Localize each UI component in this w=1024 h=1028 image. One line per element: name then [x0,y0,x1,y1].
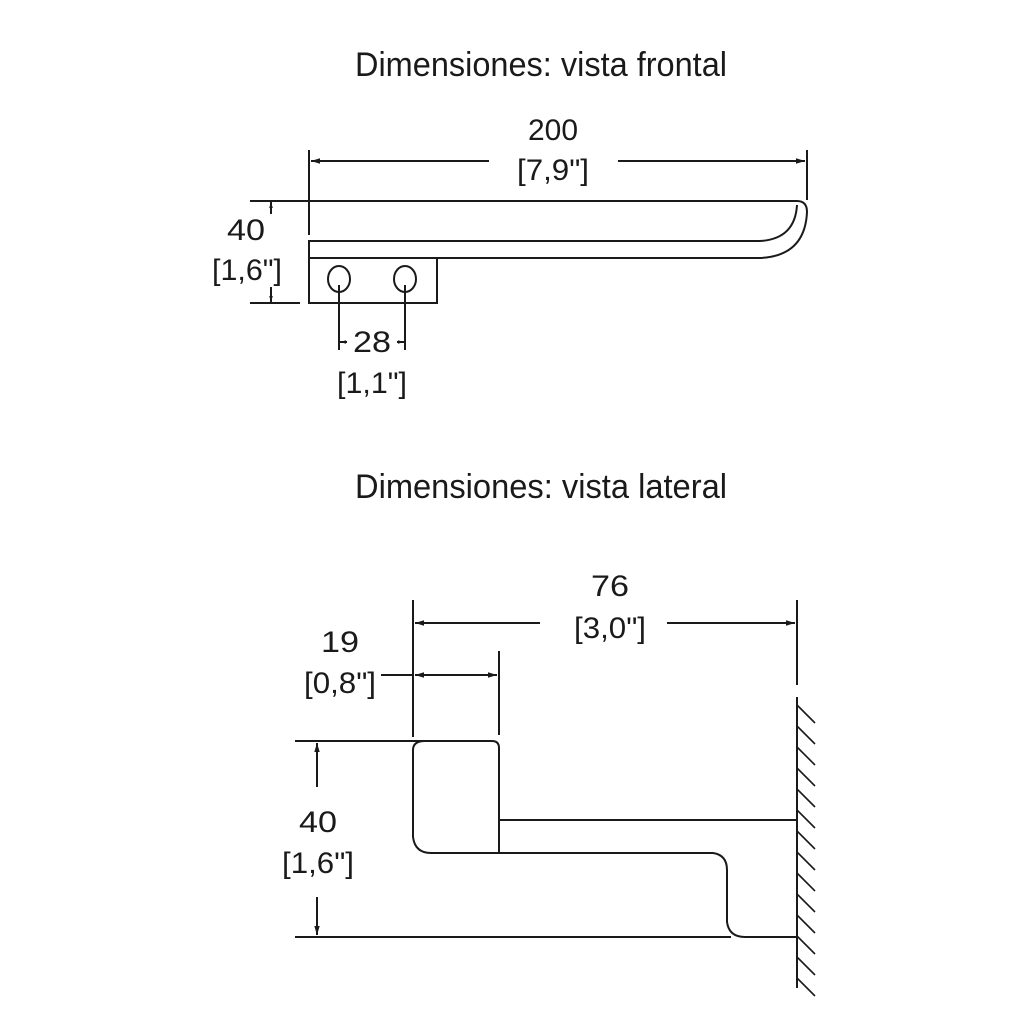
side-height-mm: 40 [299,806,337,839]
side-depth-mm: 76 [591,570,629,603]
side-view-title: Dimensiones: vista lateral [355,468,727,506]
hole-spacing-in: [1,1"] [337,367,407,400]
hatch-line [796,725,816,745]
side-block-width-mm: 19 [321,626,359,659]
side-depth-in: [3,0"] [574,612,646,645]
front-height-in: [1,6"] [212,254,282,287]
hatch-line [796,956,816,976]
side-height-in: [1,6"] [282,847,354,880]
hatch-line [796,704,816,724]
front-bar-outline [250,200,809,304]
front-view: Dimensiones: vista frontal 200 [7,9"] 40… [212,46,809,400]
hatch-line [796,746,816,766]
mounting-plate [308,257,438,304]
front-view-title: Dimensiones: vista frontal [355,46,727,84]
hatch-line [796,977,816,997]
side-block-width-in: [0,8"] [304,667,376,700]
hatch-line [796,851,816,871]
hole-spacing-dimension-line [338,285,406,350]
hatch-line [796,872,816,892]
wall-hatching [796,697,816,997]
hatch-line [796,893,816,913]
front-width-mm: 200 [528,114,578,147]
hatch-line [796,809,816,829]
front-width-dimension-line [308,150,808,235]
front-width-in: [7,9"] [517,154,589,187]
side-view: Dimensiones: vista lateral 76 [3,0"] 19 … [282,468,816,997]
side-block-width-dimension-line [381,651,500,735]
side-depth-dimension-line [412,600,798,737]
hatch-line [796,767,816,787]
hatch-line [796,914,816,934]
hatch-line [796,935,816,955]
side-profile-outline [295,740,797,938]
front-height-mm: 40 [227,214,265,247]
hole-spacing-mm: 28 [353,326,391,359]
hatch-line [796,788,816,808]
hatch-line [796,830,816,850]
